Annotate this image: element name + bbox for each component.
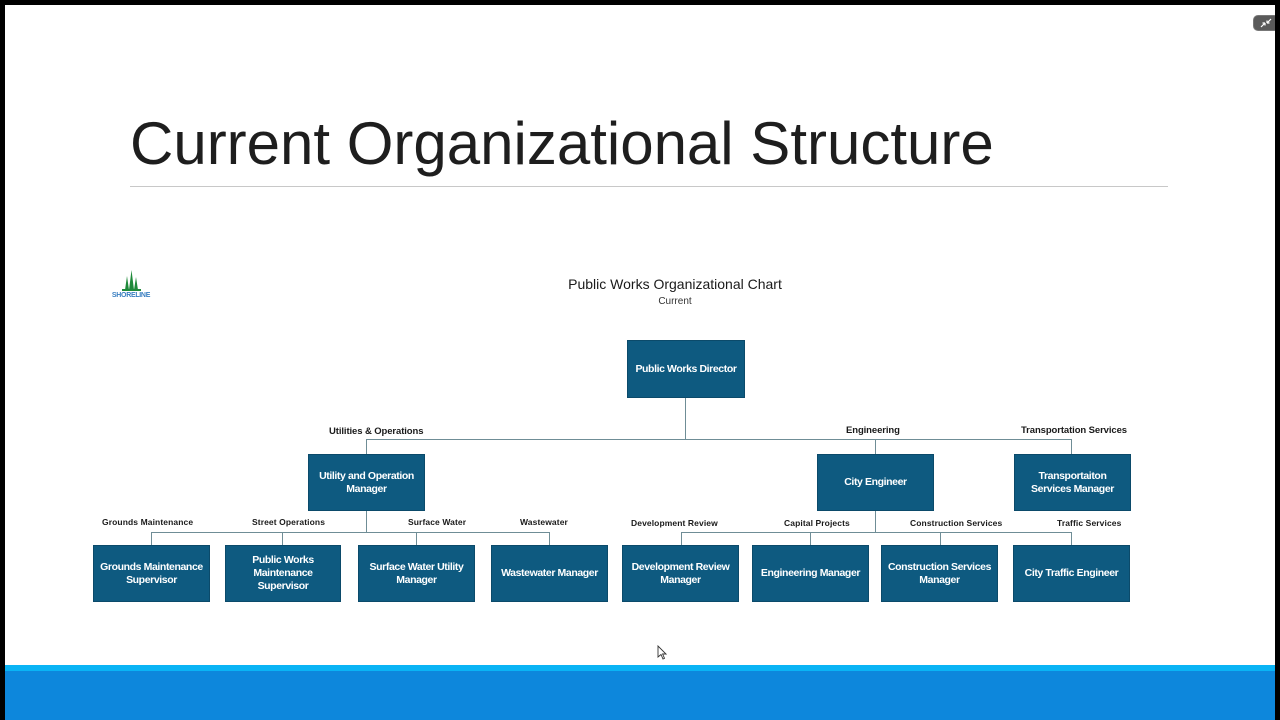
subgroup-label: Grounds Maintenance bbox=[102, 517, 194, 527]
manager-box-utilities: Utility and Operation Manager bbox=[308, 454, 425, 511]
position-box: City Traffic Engineer bbox=[1013, 545, 1130, 602]
connector-line bbox=[1071, 532, 1072, 545]
connector-line bbox=[416, 532, 417, 545]
mouse-cursor-icon bbox=[657, 645, 667, 660]
footer-bar bbox=[5, 665, 1275, 720]
subgroup-label: Wastewater bbox=[520, 517, 568, 527]
position-box: Construction Services Manager bbox=[881, 545, 998, 602]
connector-line bbox=[366, 439, 1072, 440]
connector-line bbox=[366, 439, 367, 454]
org-chart-title: Public Works Organizational Chart bbox=[568, 276, 782, 292]
connector-line bbox=[940, 532, 941, 545]
city-logo: SHORELINE bbox=[107, 268, 155, 304]
connector-line bbox=[681, 532, 1071, 533]
org-chart-subtitle: Current bbox=[658, 296, 692, 307]
position-box: Surface Water Utility Manager bbox=[358, 545, 475, 602]
manager-box-engineering: City Engineer bbox=[817, 454, 934, 511]
subgroup-label: Traffic Services bbox=[1057, 518, 1122, 528]
connector-line bbox=[151, 532, 549, 533]
director-title: Public Works Director bbox=[635, 362, 737, 375]
position-title: City Traffic Engineer bbox=[1024, 567, 1119, 579]
title-divider bbox=[130, 186, 1168, 187]
connector-line bbox=[282, 532, 283, 545]
subgroup-label: Construction Services bbox=[910, 518, 1003, 528]
subgroup-label: Surface Water bbox=[408, 517, 467, 527]
manager-title: Transportaiton Services Manager bbox=[1031, 469, 1114, 495]
position-title: Engineering Manager bbox=[760, 567, 861, 579]
position-title: Surface Water Utility Manager bbox=[369, 560, 464, 586]
connector-line bbox=[875, 439, 876, 454]
position-box: Public Works Maintenance Supervisor bbox=[225, 545, 341, 602]
group-label-transportation: Transportation Services bbox=[1021, 425, 1127, 436]
position-title: Wastewater Manager bbox=[501, 567, 598, 579]
position-title: Grounds Maintenance Supervisor bbox=[100, 560, 203, 586]
connector-line bbox=[681, 532, 682, 545]
connector-line bbox=[1071, 439, 1072, 454]
presentation-screen: Current Organizational Structure SHORELI… bbox=[5, 5, 1275, 720]
exit-fullscreen-icon bbox=[1260, 18, 1272, 28]
trees-icon bbox=[122, 270, 141, 291]
connector-line bbox=[366, 511, 367, 532]
position-box: Development Review Manager bbox=[622, 545, 739, 602]
group-label-utilities: Utilities & Operations bbox=[329, 426, 424, 437]
manager-title: City Engineer bbox=[844, 476, 907, 488]
position-title: Development Review Manager bbox=[631, 560, 730, 586]
director-box: Public Works Director bbox=[627, 340, 745, 398]
position-box: Grounds Maintenance Supervisor bbox=[93, 545, 210, 602]
group-label-engineering: Engineering bbox=[846, 425, 900, 436]
connector-line bbox=[549, 532, 550, 545]
position-box: Wastewater Manager bbox=[491, 545, 608, 602]
manager-title: Utility and Operation Manager bbox=[319, 469, 414, 495]
connector-line bbox=[810, 532, 811, 545]
slide-title: Current Organizational Structure bbox=[130, 110, 994, 177]
logo-text: SHORELINE bbox=[111, 292, 151, 299]
connector-line bbox=[875, 511, 876, 532]
connector-line bbox=[151, 532, 152, 545]
position-box: Engineering Manager bbox=[752, 545, 869, 602]
subgroup-label: Development Review bbox=[631, 518, 718, 528]
subgroup-label: Street Operations bbox=[252, 517, 326, 527]
subgroup-label: Capital Projects bbox=[784, 518, 850, 528]
exit-fullscreen-button[interactable] bbox=[1253, 15, 1275, 31]
position-title: Public Works Maintenance Supervisor bbox=[252, 554, 314, 592]
connector-line bbox=[685, 398, 686, 439]
position-title: Construction Services Manager bbox=[887, 560, 992, 586]
manager-box-transportation: Transportaiton Services Manager bbox=[1014, 454, 1131, 511]
